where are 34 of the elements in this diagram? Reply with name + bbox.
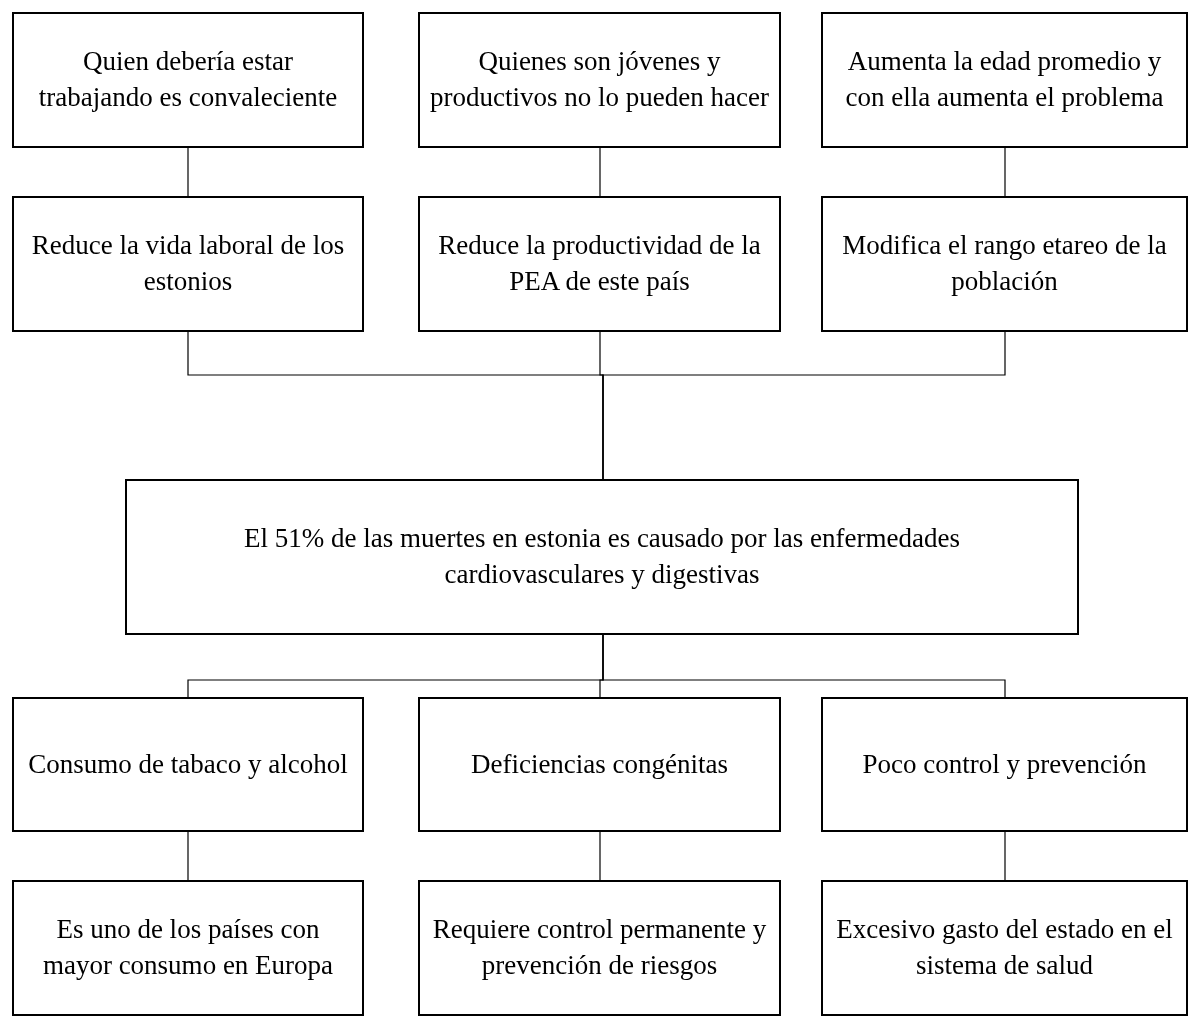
connector-line — [602, 331, 1006, 480]
box-text: Requiere control permanente y prevención de riesgos — [431, 913, 768, 982]
connector-line — [187, 147, 189, 197]
text-box — [12, 880, 364, 1016]
text-box — [418, 12, 781, 148]
box-text: Reduce la vida laboral de los estonios — [30, 229, 346, 298]
box-text: Quienes son jóvenes y productivos no lo pueden hacer — [430, 45, 769, 114]
box-text: Reduce la productividad de la PEA de este país — [437, 229, 762, 298]
connector-line — [599, 831, 601, 881]
connector-line — [602, 634, 1006, 698]
box-text: Modifica el rango etareo de la población — [841, 229, 1168, 298]
text-box — [821, 196, 1188, 332]
box-text: Consumo de tabaco y alcohol — [28, 747, 348, 781]
text-box — [12, 12, 364, 148]
box-text: El 51% de las muertes en estonia es causado por las enfermedades cardiovasculares y digestivas — [243, 522, 961, 591]
text-box — [418, 880, 781, 1016]
connector-line — [599, 147, 601, 197]
box-text: Aumenta la edad promedio y con ella aumenta el problema — [844, 45, 1165, 114]
box-text: Es uno de los países con mayor consumo en Europa — [41, 913, 335, 982]
box-text: Deficiencias congénitas — [470, 747, 729, 781]
text-box — [12, 196, 364, 332]
box-text: Poco control y prevención — [862, 747, 1147, 781]
box-text: Quien debería estar trabajando es convaleciente — [37, 45, 339, 114]
box-text: Excesivo gasto del estado en el sistema de salud — [835, 913, 1174, 982]
connector-line — [187, 831, 189, 881]
text-box — [12, 697, 364, 832]
connector-line — [1004, 147, 1006, 197]
text-box — [821, 880, 1188, 1016]
text-box — [821, 12, 1188, 148]
text-box — [418, 697, 781, 832]
text-box — [125, 479, 1079, 635]
text-box — [418, 196, 781, 332]
text-box — [821, 697, 1188, 832]
connector-line — [1004, 831, 1006, 881]
